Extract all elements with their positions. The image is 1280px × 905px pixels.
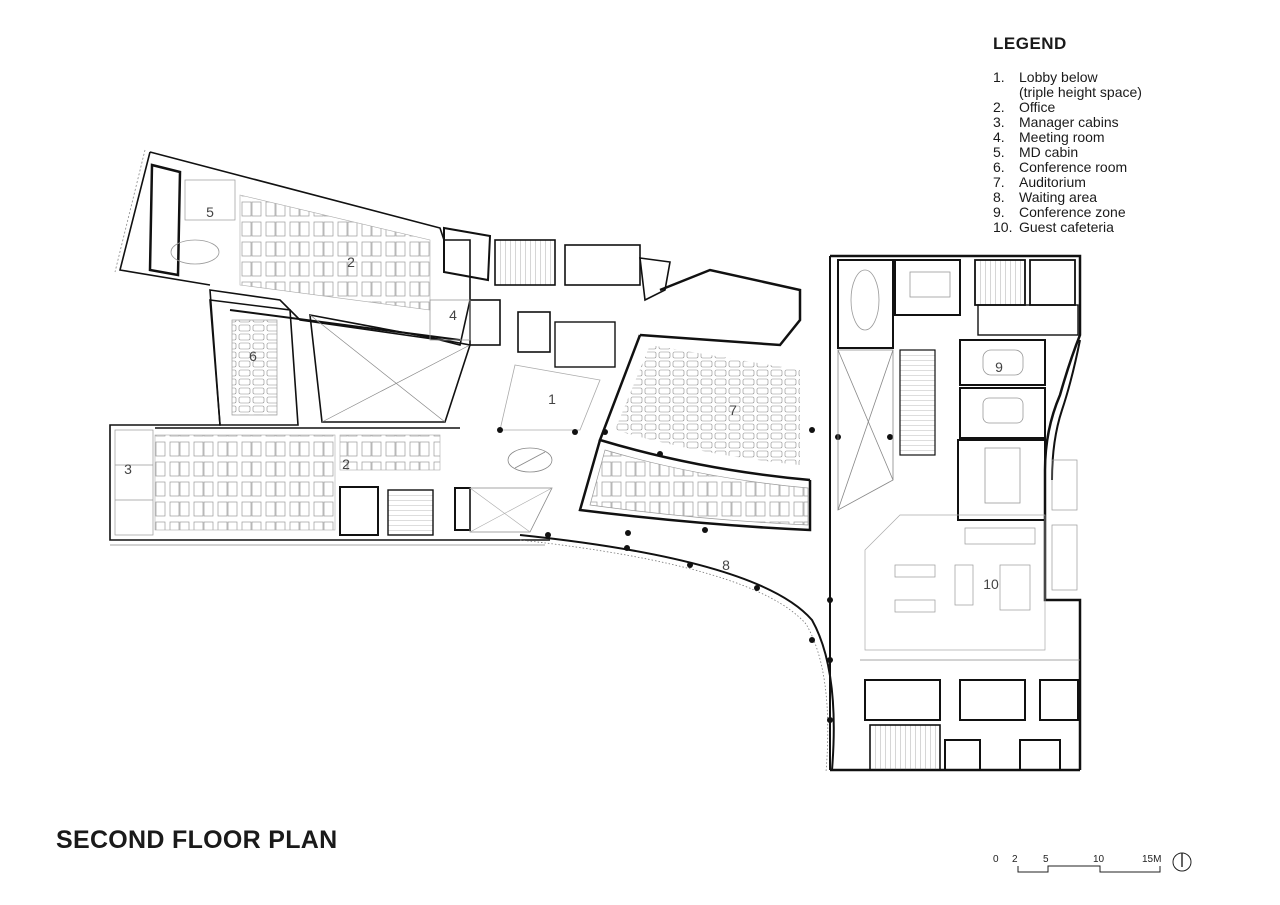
auditorium-walls <box>578 268 812 532</box>
scale-tick-15m: 15M <box>1142 854 1161 865</box>
room-labels: 1 2 2 3 4 5 6 7 8 9 10 <box>124 204 1003 592</box>
room-label-md-cabin: 5 <box>206 204 214 220</box>
legend-item-label: Waiting area <box>1019 189 1098 205</box>
scale-tick-5: 5 <box>1043 854 1049 865</box>
scale-tick-2: 2 <box>1012 854 1018 865</box>
void-lobby-below <box>309 314 472 423</box>
legend-item-label: Office <box>1019 99 1056 115</box>
scale-tick-10: 10 <box>1093 854 1105 865</box>
north-arrow-icon <box>1172 852 1192 872</box>
auditorium-seating <box>615 345 800 465</box>
escalator-void <box>837 349 936 511</box>
scale-tick-0: 0 <box>993 854 999 865</box>
central-core <box>429 226 671 368</box>
legend-item-number: 5. <box>993 144 1005 160</box>
scale-bar: 0 2 5 10 15M <box>993 852 1192 873</box>
legend-item: 2. Office <box>993 100 1263 115</box>
legend-item: 9. Conference zone <box>993 205 1263 220</box>
room-label-lobby: 1 <box>548 391 556 407</box>
legend-item: 6. Conference room <box>993 160 1263 175</box>
legend-item-number: 6. <box>993 159 1005 175</box>
room-label-office-north: 2 <box>347 254 355 270</box>
southwest-core <box>339 486 553 536</box>
legend-item: 1. Lobby below (triple height space) <box>993 70 1263 100</box>
legend-item: 10. Guest cafeteria <box>993 220 1263 235</box>
legend-item-label: Conference zone <box>1019 204 1126 220</box>
room-label-guest-cafeteria: 10 <box>983 576 999 592</box>
guest-cafeteria-area <box>864 459 1078 651</box>
legend-title: LEGEND <box>993 34 1067 53</box>
legend-item-label: MD cabin <box>1019 144 1079 160</box>
plan-title: SECOND FLOOR PLAN <box>56 826 338 854</box>
west-wing-walls <box>109 149 550 546</box>
room-label-auditorium: 7 <box>729 402 737 418</box>
conference-zone-rooms <box>837 259 1046 521</box>
legend-item: 3. Manager cabins <box>993 115 1263 130</box>
legend: LEGEND 1. Lobby below (triple height spac… <box>993 34 1263 235</box>
east-block-walls <box>829 254 1082 770</box>
southeast-services <box>860 659 1080 771</box>
legend-item: 7. Auditorium <box>993 175 1263 190</box>
room-label-conference-room: 6 <box>249 348 257 364</box>
legend-item-number: 8. <box>993 189 1005 205</box>
lobby-feature <box>499 364 601 473</box>
room-label-waiting-area: 8 <box>722 557 730 573</box>
legend-list: 1. Lobby below (triple height space) 2. Off… <box>993 70 1263 235</box>
legend-item-number: 2. <box>993 99 1005 115</box>
legend-item-number: 3. <box>993 114 1005 130</box>
room-label-meeting-room: 4 <box>449 307 457 323</box>
legend-item-number: 9. <box>993 204 1005 220</box>
room-label-conference-zone: 9 <box>995 359 1003 375</box>
south-office-area <box>154 427 460 531</box>
legend-item-label: Lobby below (triple height space) <box>1019 69 1142 100</box>
room-label-office-south: 2 <box>342 456 350 472</box>
legend-item: 8. Waiting area <box>993 190 1263 205</box>
facade-columns <box>497 427 893 723</box>
waiting-area-facade <box>519 534 1080 773</box>
legend-item-label: Conference room <box>1019 159 1128 175</box>
legend-item: 4. Meeting room <box>993 130 1263 145</box>
legend-item-number: 4. <box>993 129 1005 145</box>
northeast-core <box>974 259 1079 336</box>
legend-item-label: Meeting room <box>1019 129 1105 145</box>
legend-item-label: Manager cabins <box>1019 114 1119 130</box>
legend-item-label: Auditorium <box>1019 174 1086 190</box>
md-cabin-room <box>148 163 236 277</box>
room-label-manager-cabins: 3 <box>124 461 132 477</box>
north-office-area <box>229 194 461 341</box>
legend-item-label: Guest cafeteria <box>1019 219 1114 235</box>
manager-cabins-area <box>114 429 154 536</box>
legend-item-number: 7. <box>993 174 1005 190</box>
conference-room-6 <box>209 299 299 426</box>
legend-item: 5. MD cabin <box>993 145 1263 160</box>
legend-item-number: 10. <box>993 219 1013 235</box>
legend-item-number: 1. <box>993 69 1005 85</box>
